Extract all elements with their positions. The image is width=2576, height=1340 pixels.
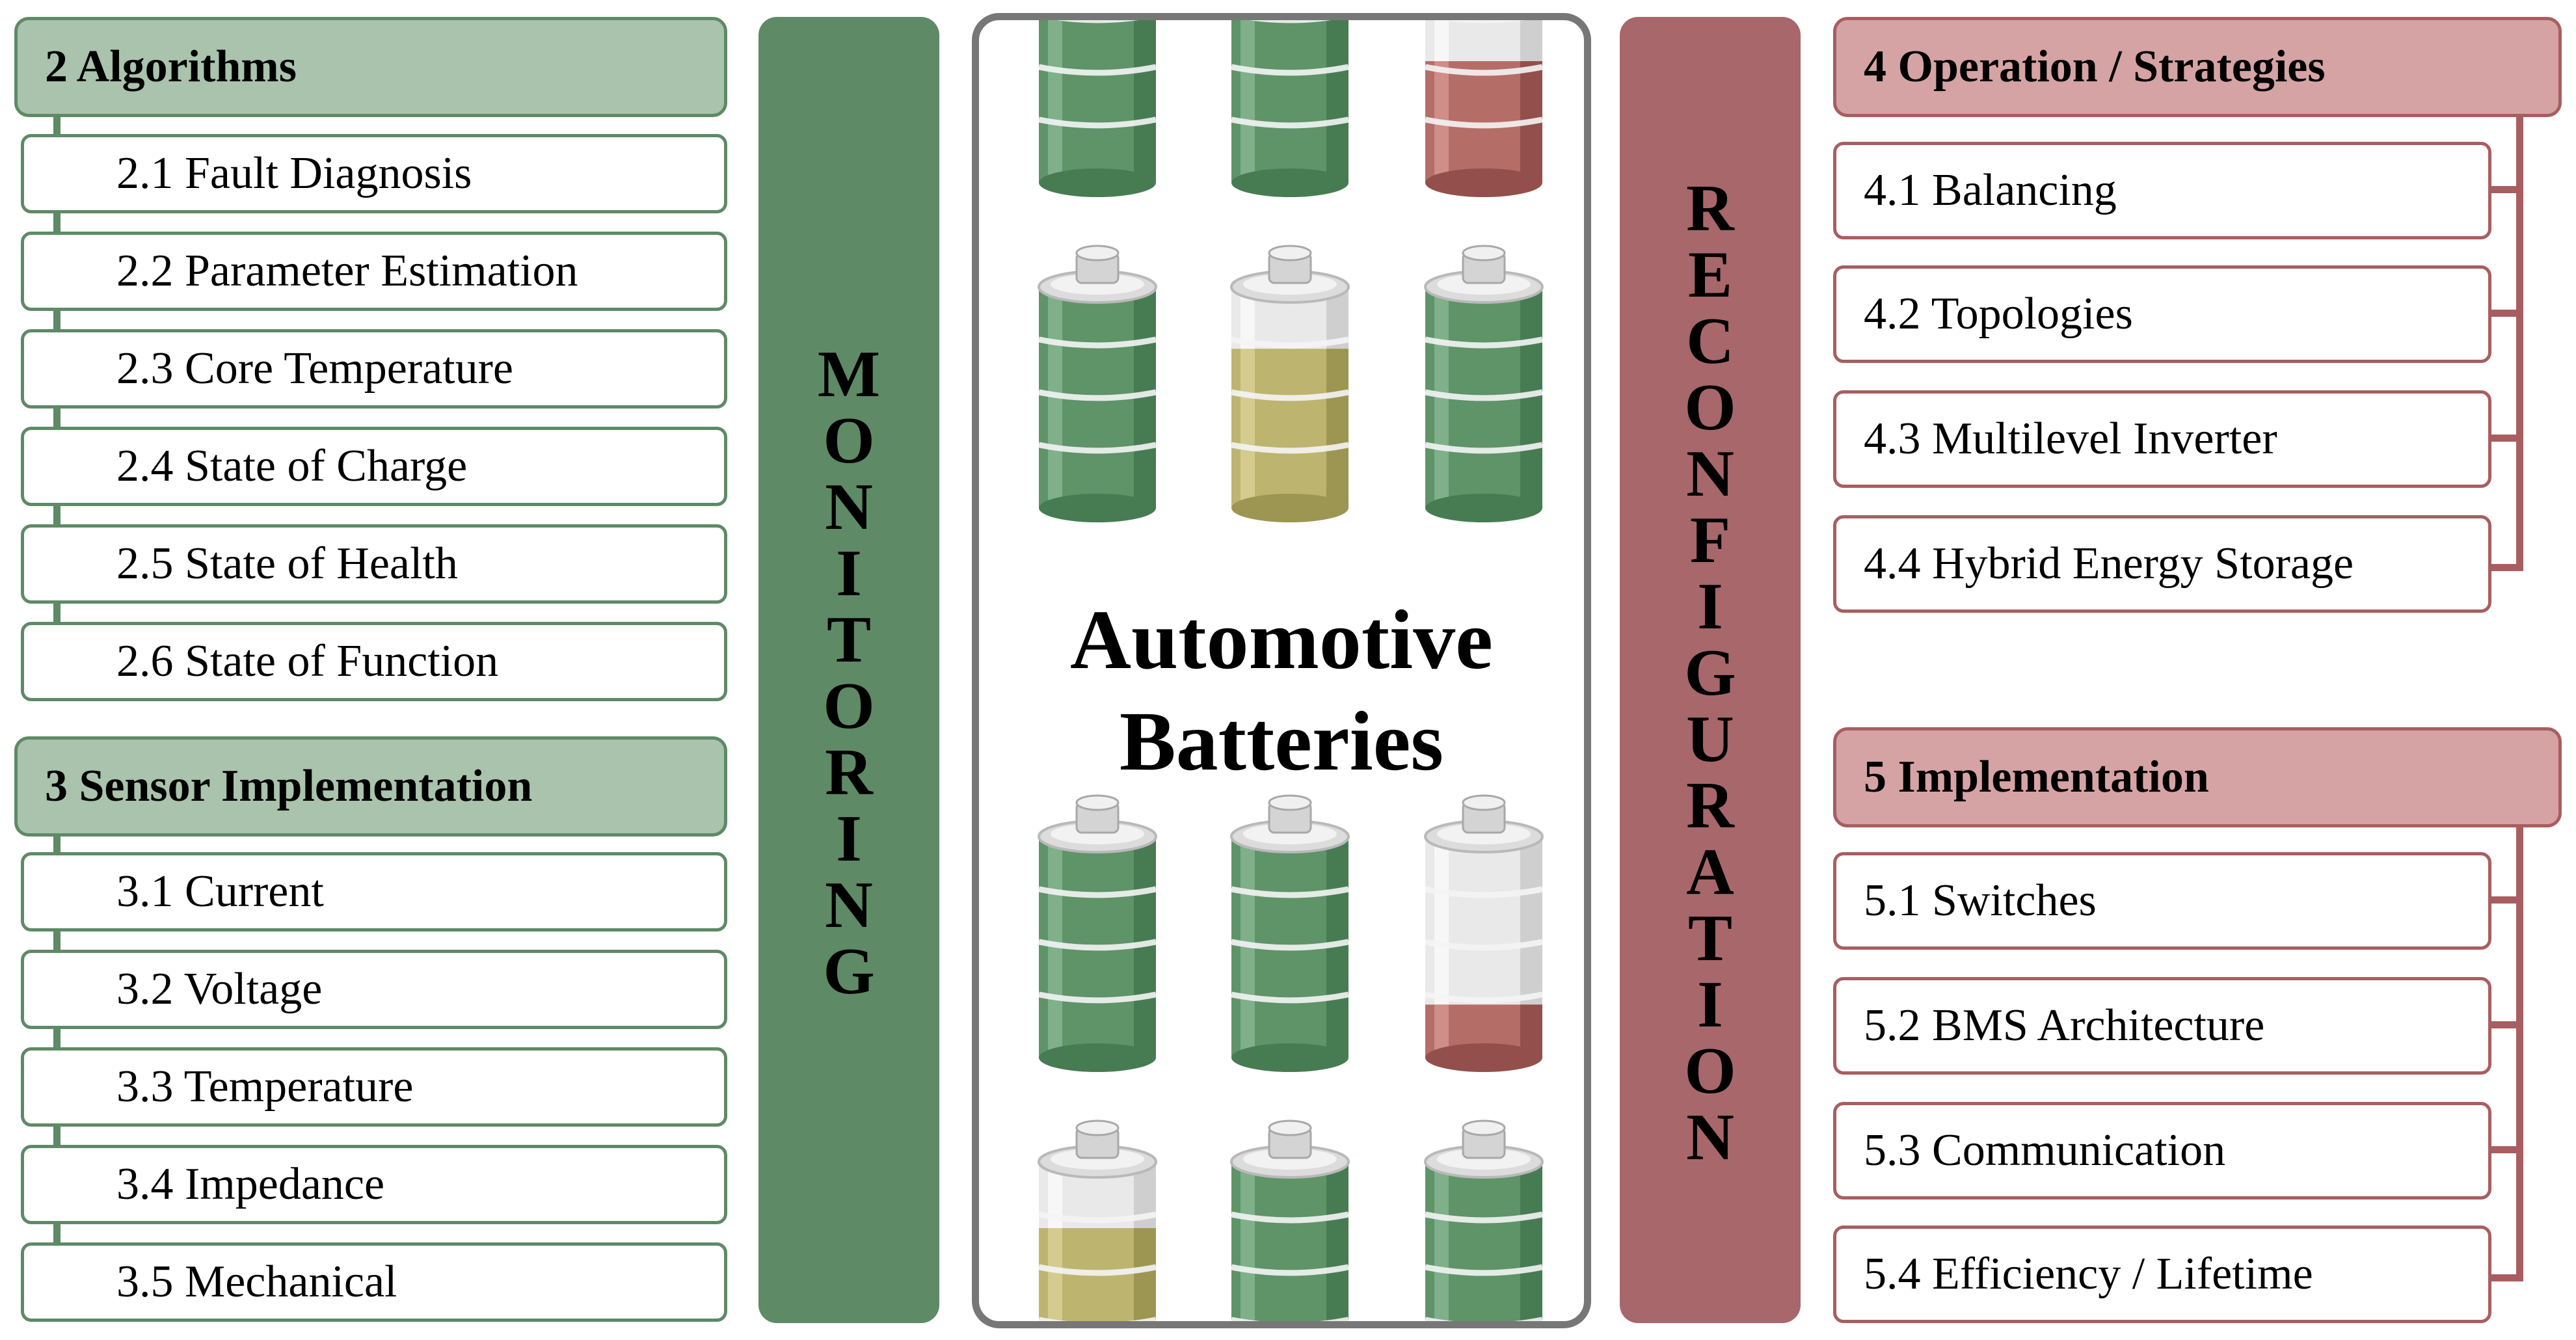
band-letter: E <box>1687 238 1733 312</box>
band-letter: N <box>825 470 873 544</box>
band-letter: O <box>1684 371 1736 444</box>
battery-icon <box>1230 245 1350 522</box>
band-letter: I <box>1697 570 1723 643</box>
list-item: 5.3 Communication <box>1833 1102 2491 1199</box>
band-letter: I <box>836 802 862 876</box>
list-item: 2.4 State of Charge <box>21 427 727 506</box>
list-item: 4.2 Topologies <box>1833 265 2491 363</box>
tree-branch <box>2489 1146 2523 1153</box>
list-item: 2.2 Parameter Estimation <box>21 232 727 311</box>
list-item: 3.2 Voltage <box>21 950 727 1029</box>
band-letter: T <box>826 603 872 677</box>
list-item: 5.4 Efficiency / Lifetime <box>1833 1226 2491 1323</box>
battery-icon <box>1230 1119 1350 1321</box>
tree-branch <box>2489 435 2523 442</box>
band-letter: M <box>817 338 881 411</box>
battery-icon <box>1038 20 1157 197</box>
band-letter: R <box>1686 172 1734 245</box>
tree-trunk <box>2516 116 2523 571</box>
battery-icon <box>1230 794 1350 1072</box>
band-letter: N <box>1686 1101 1734 1174</box>
band-letter: R <box>1686 769 1734 842</box>
list-item: 5.1 Switches <box>1833 852 2491 950</box>
band-letter: I <box>836 537 862 610</box>
section-title: 4 Operation / Strategies <box>1864 42 2326 92</box>
list-item: 3.1 Current <box>21 852 727 931</box>
tree-branch <box>2489 1274 2523 1281</box>
band-letter: U <box>1686 703 1734 776</box>
band-letter: R <box>825 736 873 809</box>
band-letter: G <box>823 935 875 1008</box>
battery-icon <box>1231 20 1349 197</box>
section-header-algorithms: 2 Algorithms <box>14 17 727 117</box>
list-item: 3.4 Impedance <box>21 1145 727 1224</box>
section-header-operation-strategies: 4 Operation / Strategies <box>1833 17 2562 117</box>
band-letter: O <box>823 404 875 477</box>
tree-trunk <box>2516 826 2523 1281</box>
battery-panel: Automotive Batteries <box>972 13 1591 1328</box>
section-header-sensor-implementation: 3 Sensor Implementation <box>14 736 727 837</box>
battery-icon <box>1038 245 1157 522</box>
band-letter: F <box>1689 503 1731 577</box>
battery-icon <box>1038 794 1157 1072</box>
band-letter: I <box>1697 968 1723 1041</box>
section-title: 3 Sensor Implementation <box>45 761 533 811</box>
battery-icon <box>1425 20 1543 197</box>
battery-icon <box>1424 794 1544 1072</box>
section-title: 5 Implementation <box>1864 752 2209 802</box>
band-letter: T <box>1687 902 1733 975</box>
list-item: 5.2 BMS Architecture <box>1833 977 2491 1075</box>
list-item: 2.5 State of Health <box>21 524 727 604</box>
list-item: 2.6 State of Function <box>21 622 727 701</box>
tree-branch <box>2489 310 2523 317</box>
list-item: 3.5 Mechanical <box>21 1242 727 1322</box>
battery-icon <box>1424 245 1544 522</box>
list-item: 4.3 Multilevel Inverter <box>1833 390 2491 488</box>
tree-branch <box>2489 1021 2523 1028</box>
section-title: 2 Algorithms <box>45 42 297 92</box>
tree-branch <box>2489 186 2523 193</box>
band-letter: O <box>1684 1034 1736 1108</box>
band-letter: G <box>1684 636 1736 710</box>
band-letter: N <box>825 868 873 942</box>
center-title-line1: Automotive <box>1070 593 1493 687</box>
battery-icon <box>1424 1119 1544 1321</box>
list-item: 2.1 Fault Diagnosis <box>21 134 727 213</box>
band-letter: C <box>1686 304 1734 378</box>
list-item: 3.3 Temperature <box>21 1047 727 1127</box>
section-header-implementation: 5 Implementation <box>1833 727 2562 827</box>
battery-icon <box>1038 1119 1157 1321</box>
band-letter: N <box>1686 437 1734 511</box>
list-item: 2.3 Core Temperature <box>21 329 727 409</box>
center-title-line2: Batteries <box>1119 695 1444 788</box>
band-letter: O <box>823 669 875 743</box>
list-item: 4.1 Balancing <box>1833 142 2491 239</box>
list-item: 4.4 Hybrid Energy Storage <box>1833 515 2491 613</box>
batteries-illustration <box>1038 20 1544 1321</box>
tree-branch <box>2489 896 2523 904</box>
band-letter: A <box>1686 835 1734 909</box>
tree-branch <box>2489 564 2523 571</box>
